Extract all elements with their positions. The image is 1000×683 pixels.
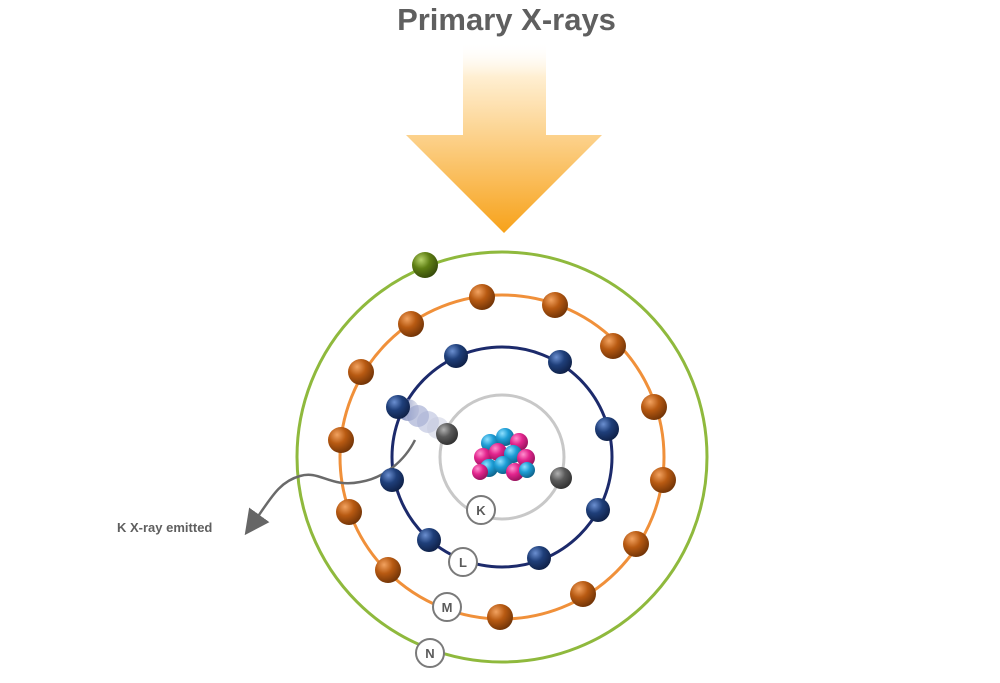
k-xray-emitted-label: K X-ray emitted — [117, 520, 213, 535]
shell-label-l: L — [448, 547, 478, 577]
nucleus — [472, 428, 535, 481]
electron-m — [600, 333, 626, 359]
svg-text:M: M — [442, 600, 453, 615]
shell-l-orbit — [390, 345, 614, 569]
k-shell-electrons — [436, 423, 572, 489]
electron-m — [641, 394, 667, 420]
electron-m — [469, 284, 495, 310]
electron-l — [586, 498, 610, 522]
shell-label-n: N — [415, 638, 445, 668]
diagram-title: Primary X-rays — [397, 2, 616, 37]
electron-l — [548, 350, 572, 374]
electron-m — [650, 467, 676, 493]
electron-m — [336, 499, 362, 525]
shell-label-k: K — [466, 495, 496, 525]
svg-text:L: L — [459, 555, 467, 570]
electron-l — [444, 344, 468, 368]
electron-m — [348, 359, 374, 385]
shell-n-orbit — [295, 250, 709, 664]
electron-l — [595, 417, 619, 441]
electron-m — [487, 604, 513, 630]
electron-m — [328, 427, 354, 453]
m-shell-electrons — [328, 284, 676, 630]
electron-l — [527, 546, 551, 570]
electron-l — [386, 395, 410, 419]
electron-m — [570, 581, 596, 607]
svg-text:N: N — [425, 646, 434, 661]
electron-k — [436, 423, 458, 445]
electron-l — [417, 528, 441, 552]
l-shell-electrons — [380, 344, 619, 570]
electron-m — [398, 311, 424, 337]
shell-k-orbit — [438, 393, 566, 521]
electron-l — [380, 468, 404, 492]
shell-label-m: M — [432, 592, 462, 622]
primary-xray-arrow — [406, 42, 602, 233]
emitted-xray-arrow — [244, 439, 417, 536]
svg-text:K: K — [476, 503, 486, 518]
electron-n — [412, 252, 438, 278]
electron-m — [375, 557, 401, 583]
electron-m — [623, 531, 649, 557]
electron-k — [550, 467, 572, 489]
electron-m — [542, 292, 568, 318]
